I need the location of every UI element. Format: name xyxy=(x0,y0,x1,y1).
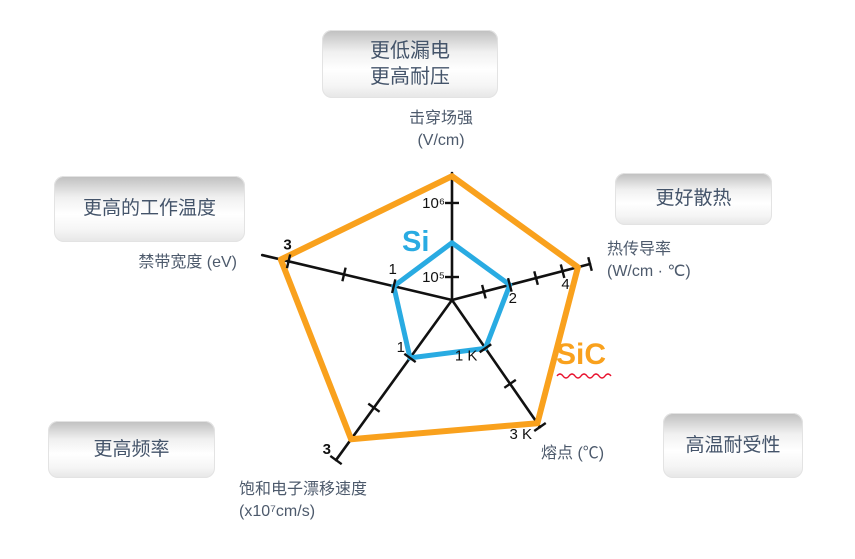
axis-title-line: 禁带宽度 (eV) xyxy=(138,254,237,271)
axis-unit-line: (x10⁷cm/s) xyxy=(239,503,316,520)
tick-label-melting: 1 K xyxy=(455,347,478,364)
sic-series-label: SiC xyxy=(556,338,614,379)
tick-label-thermal: 2 xyxy=(509,290,517,307)
tick-thermal xyxy=(480,284,487,299)
benefit-box-high-temp-tolerance: 高温耐受性 xyxy=(663,413,803,478)
benefit-box-line: 高温耐受性 xyxy=(685,434,781,456)
axis-unit-line: (V/cm) xyxy=(417,132,465,149)
tick-label-drift: 3 xyxy=(323,441,331,458)
axis-title-line: 热传导率 xyxy=(607,241,672,258)
tick-drift xyxy=(367,402,381,413)
benefit-box-lower-leakage: 更低漏电 更高耐压 xyxy=(322,30,498,98)
benefit-box-higher-operating-temp: 更高的工作温度 xyxy=(54,176,245,242)
tick-label-melting: 3 K xyxy=(509,426,532,443)
benefit-box-better-heat-dissipation: 更好散热 xyxy=(615,173,772,225)
axis-line-drift xyxy=(334,298,454,462)
axis-title-breakdown-field: 击穿场强 (V/cm) xyxy=(361,108,521,152)
axis-title-line: 击穿场强 xyxy=(408,110,473,127)
axis-title-line: 熔点 (℃) xyxy=(541,445,605,462)
axis-line-melting xyxy=(450,298,542,429)
axis-title-line: 饱和电子漂移速度 xyxy=(239,481,368,498)
sic-series-polygon xyxy=(277,173,581,443)
benefit-box-line: 更低漏电 xyxy=(370,40,450,62)
tick-label-bandgap: 3 xyxy=(283,236,291,253)
tick-label-bandgap: 1 xyxy=(389,261,397,278)
tick-thermal xyxy=(533,271,539,286)
tick-thermal xyxy=(506,277,513,292)
benefit-box-line: 更高频率 xyxy=(93,438,170,460)
sic-series-text: SiC xyxy=(556,338,607,371)
benefit-box-line: 更高的工作温度 xyxy=(82,198,216,219)
tick-melting xyxy=(503,378,517,389)
tick-melting xyxy=(533,422,547,432)
tick-label-breakdown: 10⁵ xyxy=(422,269,445,286)
axis-title-saturation-drift-velocity: 饱和电子漂移速度 (x10⁷cm/s) xyxy=(239,479,459,523)
tick-label-thermal: 4 xyxy=(561,276,569,293)
tick-label-drift: 1 xyxy=(397,339,405,356)
tick-drift xyxy=(329,454,343,466)
axis-title-thermal-conductivity: 热传导率 (W/cm · ℃) xyxy=(607,239,787,283)
benefit-box-higher-frequency: 更高频率 xyxy=(48,421,215,478)
benefit-box-line: 更高耐压 xyxy=(370,66,450,88)
axis-line-thermal xyxy=(450,262,592,302)
tick-thermal xyxy=(559,264,566,279)
axis-unit-line: (W/cm · ℃) xyxy=(607,263,691,280)
tick-melting xyxy=(479,343,492,354)
tick-drift xyxy=(403,352,417,364)
tick-label-breakdown: 10⁶ xyxy=(422,195,445,212)
tick-bandgap xyxy=(341,267,347,282)
axis-line-bandgap xyxy=(260,253,454,302)
spellcheck-wavy-underline xyxy=(556,373,612,379)
benefit-box-line: 更好散热 xyxy=(655,188,732,209)
axis-title-melting-point: 熔点 (℃) xyxy=(541,443,661,465)
si-series-polygon xyxy=(391,240,513,361)
axis-title-bandgap: 禁带宽度 (eV) xyxy=(95,252,237,274)
si-series-label: Si xyxy=(402,226,430,258)
tick-bandgap xyxy=(390,279,397,294)
tick-bandgap xyxy=(285,254,292,269)
tick-thermal xyxy=(587,256,593,272)
